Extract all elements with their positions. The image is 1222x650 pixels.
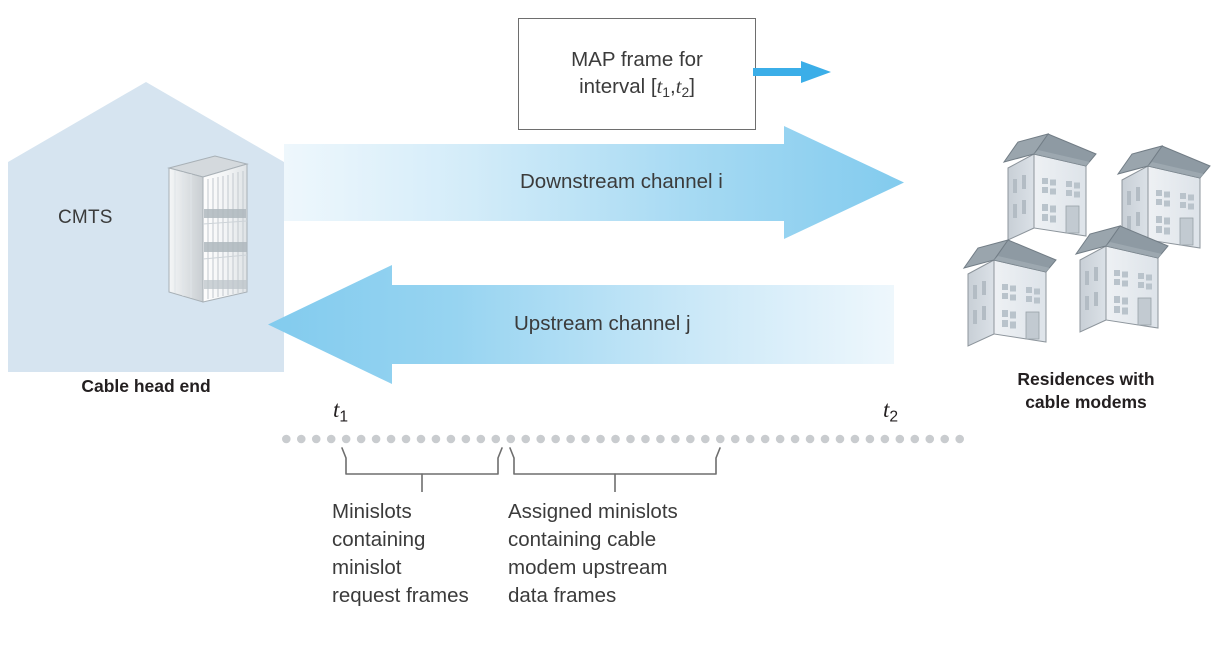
map-frame-box: MAP frame for interval [t1,t2] xyxy=(518,18,756,130)
minislot-dot-icon xyxy=(940,434,950,444)
caption-right-line-3: modem upstream xyxy=(508,555,668,579)
minislot-dot-icon xyxy=(745,434,755,444)
minislot-dot-icon xyxy=(790,434,800,444)
map-frame-interval-suffix: ] xyxy=(689,75,695,99)
minislot-dot-icon xyxy=(386,434,396,444)
map-frame-separator: , xyxy=(670,75,676,99)
minislot-dot-icon xyxy=(536,434,545,444)
minislot-dot-icon xyxy=(895,434,905,444)
caption-left-line-2: containing xyxy=(332,527,426,551)
minislot-dot-icon xyxy=(641,434,650,444)
minislot-dot-icon xyxy=(282,434,291,444)
t1-variable: t xyxy=(333,397,340,422)
minislot-dot-icon xyxy=(880,434,890,444)
residences-label: Residences with cable modems xyxy=(950,368,1222,415)
cable-head-end-label: Cable head end xyxy=(81,376,211,396)
arrow-right-icon xyxy=(753,61,831,83)
brace-icon-right xyxy=(509,447,721,475)
map-frame-interval-prefix: interval [ xyxy=(579,75,657,99)
minislot-dot-icon xyxy=(671,434,680,444)
minislot-dot-icon xyxy=(446,434,456,444)
minislot-dot-icon xyxy=(461,434,471,444)
minislot-dot-icon xyxy=(686,434,695,444)
caption-right-line-1: Assigned minislots xyxy=(508,500,678,523)
server-rack-icon xyxy=(167,155,249,303)
minislot-dot-icon xyxy=(551,434,560,444)
map-frame-line-2: interval [t1,t2] xyxy=(579,73,695,101)
brace-icon-left xyxy=(341,447,503,475)
minislot-dot-icon xyxy=(835,434,845,444)
caption-right-line-2: containing cable xyxy=(508,527,657,551)
minislot-dot-icon xyxy=(701,434,710,444)
minislot-dot-icon xyxy=(955,434,964,444)
upstream-channel-label: Upstream channel j xyxy=(514,312,691,335)
caption-right-line-4: data frames xyxy=(508,583,617,607)
upstream-channel-arrow-icon xyxy=(268,265,894,384)
timeline-braces xyxy=(341,447,721,492)
minislot-dot-icon xyxy=(521,434,531,444)
minislot-dot-icon xyxy=(865,434,875,444)
minislot-dot-icon xyxy=(311,434,321,444)
minislot-dot-icon xyxy=(820,434,830,444)
residences-houses-icon xyxy=(963,133,1211,347)
t2-subscript: 2 xyxy=(889,408,899,426)
minislot-dot-icon xyxy=(566,434,575,444)
house-icon-1 xyxy=(1003,133,1097,241)
minislot-timeline xyxy=(282,434,964,444)
downstream-channel-label: Downstream channel i xyxy=(520,170,723,193)
minislot-dot-icon xyxy=(371,434,381,444)
minislot-dot-icon xyxy=(416,434,426,444)
residences-label-line-1: Residences with xyxy=(1017,369,1155,389)
minislot-dot-icon xyxy=(326,434,336,444)
minislot-dot-icon xyxy=(491,434,501,444)
minislot-dot-icon xyxy=(760,434,770,444)
minislot-dot-icon xyxy=(925,434,935,444)
minislot-dot-icon xyxy=(656,434,665,444)
minislot-dot-icon xyxy=(775,434,785,444)
minislot-dot-icon xyxy=(611,434,620,444)
minislot-dot-icon xyxy=(805,434,815,444)
map-frame-var-2-sub: 2 xyxy=(681,84,690,101)
minislot-dot-icon xyxy=(730,434,740,444)
minislot-dot-icon xyxy=(850,434,860,444)
timeline-start-marker-label: t1 xyxy=(333,396,348,426)
timeline-end-marker-label: t2 xyxy=(883,396,898,426)
caption-left-line-1: Minislots xyxy=(332,500,412,523)
minislot-dot-icon xyxy=(596,434,605,444)
residences-label-line-2: cable modems xyxy=(1025,392,1147,413)
map-frame-var-1-sub: 1 xyxy=(662,84,671,101)
minislot-dot-icon xyxy=(506,434,516,444)
minislot-dot-icon xyxy=(476,434,486,444)
minislot-dot-icon xyxy=(581,434,590,444)
caption-left-line-3: minislot xyxy=(332,555,402,579)
caption-left: Minislots containing minislot request fr… xyxy=(332,498,512,610)
t2-variable: t xyxy=(883,397,890,422)
minislot-dot-icon xyxy=(910,434,920,444)
house-icon-4 xyxy=(1075,225,1169,333)
map-frame-line-1: MAP frame for xyxy=(571,48,703,72)
minislot-dot-icon xyxy=(715,434,725,444)
map-frame-var-1: t xyxy=(656,76,663,99)
minislot-dot-icon xyxy=(626,434,635,444)
t1-subscript: 1 xyxy=(339,408,349,426)
map-frame-var-2: t xyxy=(675,76,682,99)
minislot-dot-icon xyxy=(341,434,351,444)
cmts-label: CMTS xyxy=(58,207,113,228)
minislot-dot-icon xyxy=(431,434,441,444)
downstream-channel-arrow-icon xyxy=(284,126,904,239)
minislot-dot-icon xyxy=(356,434,366,444)
caption-right: Assigned minislots containing cable mode… xyxy=(508,498,738,610)
house-icon-3 xyxy=(963,239,1057,347)
minislot-dot-icon xyxy=(401,434,411,444)
caption-left-line-4: request frames xyxy=(332,583,469,607)
minislot-dot-icon xyxy=(296,434,306,444)
